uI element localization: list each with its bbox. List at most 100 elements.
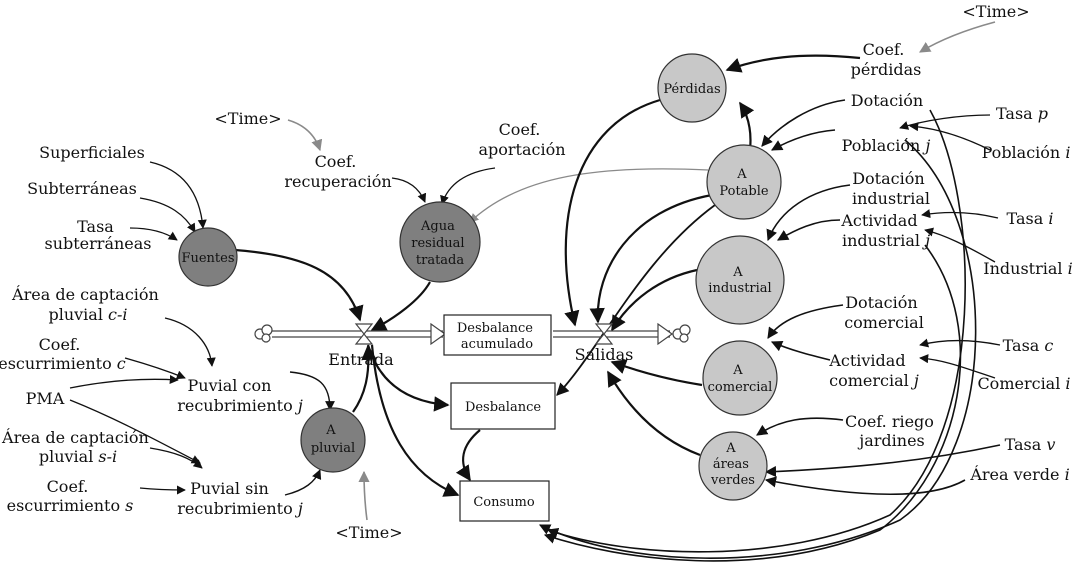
- label-dotacion-industrial: Dotación industrial: [852, 169, 930, 208]
- label-actividad-comercial: Actividad comercial j: [828, 351, 919, 390]
- arrows: [69, 21, 1001, 562]
- svg-text:Desbalance acumulado: Desbalance acumulado: [457, 321, 537, 352]
- arrow-actind-consumo: [543, 244, 962, 562]
- label-coef-perdidas: Coef. pérdidas: [851, 40, 922, 79]
- label-coef-escurrimiento-c: Coef. escurrimiento c: [0, 335, 126, 373]
- node-a-potable: A Potable: [706, 144, 782, 220]
- label-time-top-left: <Time>: [214, 109, 281, 128]
- salidas-valve: [594, 323, 614, 345]
- source-cloud-icon: [254, 324, 273, 343]
- arrow-aportacion-agua: [440, 167, 496, 205]
- arrow-dotacion-potable: [761, 99, 846, 147]
- arrow-dotacion-consumo: [546, 109, 966, 553]
- box-desbalance: Desbalance: [450, 382, 556, 430]
- label-superficiales: Superficiales: [39, 143, 145, 162]
- arrow-puvialsin-pluvial: [284, 469, 322, 496]
- node-fuentes: Fuentes: [178, 227, 238, 287]
- box-consumo: Consumo: [459, 480, 550, 522]
- arrow-perdidas-salidas: [564, 98, 661, 327]
- node-a-pluvial: A pluvial: [300, 407, 366, 473]
- svg-text:Agua residual trat: Agua residual tratada: [411, 219, 468, 268]
- node-agua-residual: Agua residual tratada: [399, 201, 481, 283]
- label-comercial-i: Comercial i: [977, 374, 1070, 393]
- label-time-top-right: <Time>: [962, 2, 1029, 21]
- label-area-captacion-ci: Área de captación pluvial c-i: [11, 284, 164, 324]
- label-industrial-i: Industrial i: [983, 259, 1072, 278]
- label-tasa-i: Tasa i: [1007, 209, 1054, 228]
- label-tasa-p: Tasa p: [996, 104, 1048, 123]
- arrow-tasa-fuentes: [129, 227, 178, 241]
- label-poblacion-i: Población i: [982, 143, 1071, 162]
- arrow-areaci-puvialcon: [164, 317, 216, 367]
- arrow-poblacion-consumo: [538, 139, 977, 559]
- label-pma: PMA: [26, 389, 65, 408]
- arrow-entrada-consumo: [370, 344, 460, 497]
- arrow-areaverde-areas: [764, 476, 966, 496]
- arrow-pma-puvialsin: [69, 399, 201, 464]
- label-salidas: Salidas: [575, 345, 634, 364]
- arrow-dotind-industrial: [766, 184, 851, 242]
- arrow-industriali-actind: [924, 227, 996, 263]
- arrow-potable-agua: [469, 168, 709, 223]
- label-entrada: Entrada: [328, 350, 394, 369]
- label-area-verde-i: Área verde i: [969, 464, 1069, 484]
- arrow-potable-desbalance: [556, 204, 716, 396]
- label-dotacion: Dotación: [851, 91, 923, 110]
- label-puvial-sin: Puvial sin recubrimiento j: [177, 479, 303, 518]
- arrow-comerciali-actcom: [919, 354, 996, 379]
- label-puvial-con: Puvial con recubrimiento j: [177, 376, 303, 415]
- svg-text:Desbalance: Desbalance: [465, 400, 541, 415]
- arrow-poblacioni-poblacion: [909, 122, 991, 151]
- arrow-poblacion-potable: [771, 129, 836, 151]
- flow-pipe: [254, 322, 691, 346]
- arrow-subterraneas-fuentes: [139, 197, 196, 233]
- svg-text:A industrial: A industrial: [708, 265, 771, 296]
- arrow-time-perdidas: [919, 21, 996, 53]
- label-tasa-subterraneas: Tasa subterráneas: [44, 217, 151, 253]
- arrow-actcom-comercial: [770, 340, 831, 361]
- node-a-comercial: A comercial: [702, 340, 778, 416]
- svg-text:Fuentes: Fuentes: [181, 251, 234, 266]
- arrow-dotcom-comercial: [767, 304, 844, 339]
- svg-text:A comercial: A comercial: [708, 363, 773, 395]
- arrow-coefperdidas-perdidas: [725, 54, 861, 73]
- node-a-industrial: A industrial: [695, 235, 785, 325]
- label-coef-recuperacion: Coef. recuperación: [284, 152, 391, 191]
- label-actividad-industrial: Actividad industrial j: [840, 211, 930, 250]
- arrow-tasav-areas: [764, 444, 1001, 478]
- arrow-potable-salidas: [589, 193, 713, 324]
- label-coef-aportacion: Coef. aportación: [478, 120, 565, 159]
- arrow-pluvial-entrada: [352, 344, 377, 413]
- arrow-actind-industrial: [777, 219, 841, 241]
- node-perdidas: Pérdidas: [657, 53, 727, 123]
- label-tasa-c: Tasa c: [1003, 336, 1054, 355]
- label-coef-riego: Coef. riego jardines: [845, 412, 939, 450]
- svg-text:A pluvial: A pluvial: [311, 423, 355, 456]
- node-a-areas-verdes: A áreas verdes: [698, 431, 768, 501]
- label-poblacion-j: Población j: [842, 136, 931, 155]
- arrow-time-pluvial: [358, 470, 370, 521]
- arrow-riego-areas: [756, 417, 844, 436]
- arrow-fuentes-entrada: [234, 248, 364, 322]
- arrow-recuperacion-agua: [391, 177, 427, 203]
- arrow-potable-perdidas: [739, 101, 755, 151]
- box-desbalance-acumulado: Desbalance acumulado: [443, 314, 552, 356]
- svg-text:Pérdidas: Pérdidas: [663, 82, 720, 97]
- arrow-time-recuperacion: [287, 119, 323, 152]
- arrow-comercial-salidas: [610, 359, 703, 387]
- svg-text:A Potable: A Potable: [719, 167, 769, 199]
- arrow-coefs-puvialsin: [139, 485, 186, 495]
- arrow-puvialcon-pluvial: [289, 371, 335, 411]
- label-subterraneas: Subterráneas: [27, 179, 137, 198]
- entrada-valve: [354, 323, 374, 345]
- arrow-coefc-puvialcon: [124, 357, 186, 380]
- label-time-bottom: <Time>: [335, 523, 402, 542]
- arrow-superficiales-fuentes: [149, 161, 207, 229]
- label-coef-escurrimiento-s: Coef. escurrimiento s: [7, 477, 134, 515]
- sink-cloud-icon: [672, 324, 691, 343]
- label-area-captacion-si: Área de captación pluvial s-i: [1, 427, 154, 466]
- arrow-areasi-puvialsin: [149, 447, 203, 469]
- arrow-agua-entrada: [370, 281, 431, 331]
- arrow-pma-puvialcon: [69, 374, 179, 389]
